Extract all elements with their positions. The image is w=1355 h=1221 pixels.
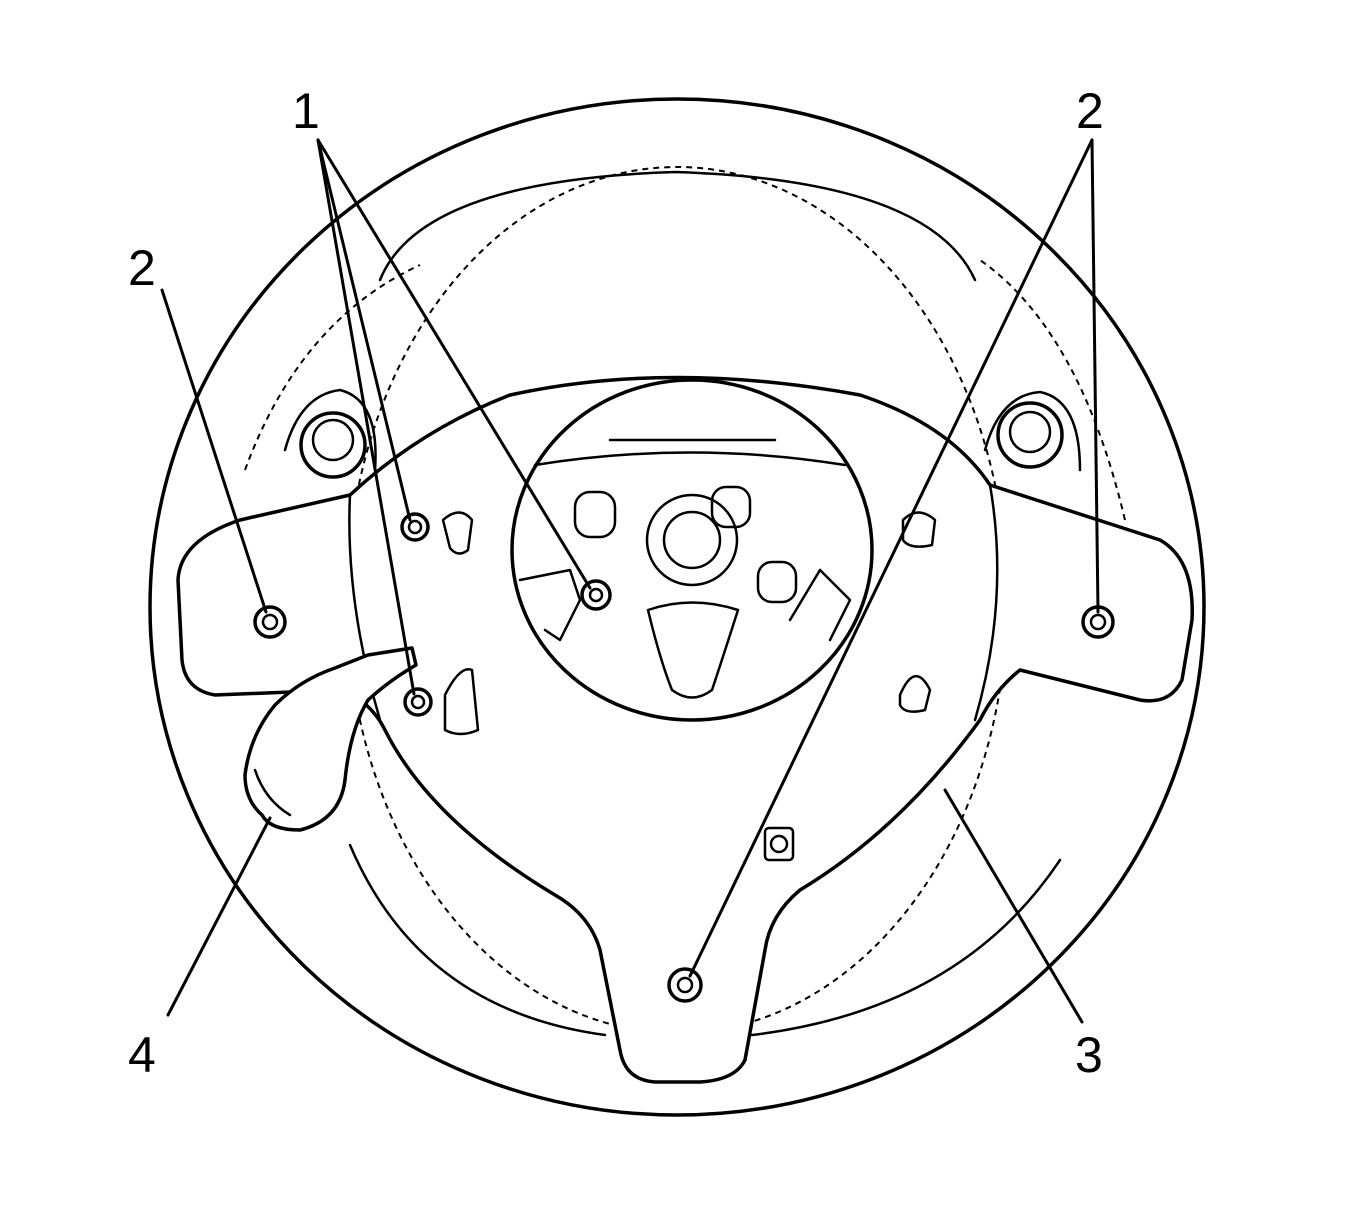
- bolt-1-upper-left: [400, 512, 430, 542]
- leader-2-to-left-bolt: [160, 288, 268, 614]
- callout-3: 3: [1075, 1027, 1103, 1083]
- bolt-1-centre: [580, 579, 612, 611]
- callout-2-left: 2: [128, 240, 156, 296]
- leader-4: [166, 816, 272, 1017]
- callout-1: 1: [292, 83, 320, 139]
- steering-hub: [510, 378, 874, 722]
- leader-3: [943, 788, 1084, 1024]
- airbag-slots: [441, 511, 937, 862]
- callout-4: 4: [128, 1027, 156, 1083]
- leader-2-to-bottom-bolt: [688, 138, 1094, 978]
- airbag-trim-cover: [176, 375, 1194, 1084]
- leader-1-to-lower-bolt: [316, 138, 416, 696]
- bolt-2-left: [253, 605, 287, 639]
- bolt-1-lower-left: [403, 687, 433, 717]
- steering-wheel-rim: [148, 97, 1206, 1117]
- left-paddle-shifter: [283, 388, 377, 479]
- leader-2-to-right-bolt: [1090, 138, 1100, 614]
- right-paddle-shifter: [983, 390, 1082, 472]
- bolt-2-bottom: [667, 967, 703, 1003]
- callout-2-top-right: 2: [1076, 83, 1104, 139]
- leader-1-to-upper-bolt: [316, 138, 412, 522]
- leader-lines: [160, 138, 1100, 1024]
- leader-1-to-centre-bolt: [316, 138, 592, 590]
- removal-tool: [243, 646, 418, 832]
